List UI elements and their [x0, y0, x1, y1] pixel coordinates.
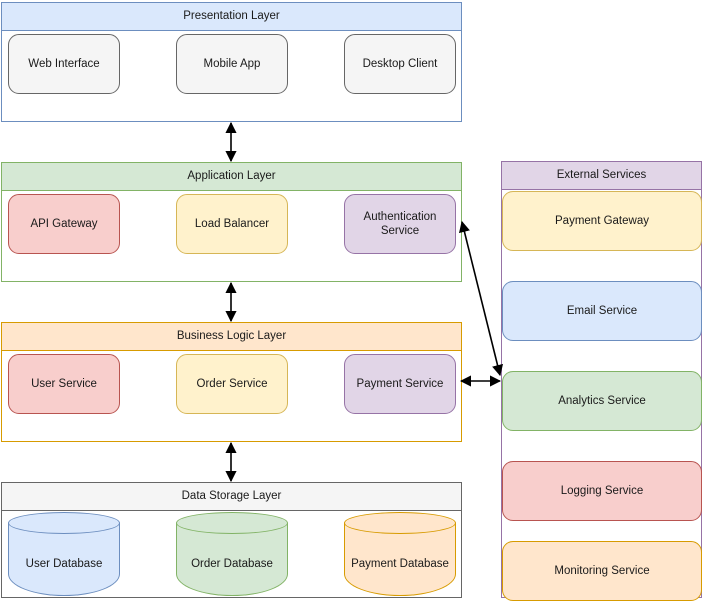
- node-user-service[interactable]: User Service: [8, 354, 120, 414]
- node-mobile-app-label: Mobile App: [203, 57, 261, 70]
- node-payment-database-label: Payment Database: [351, 558, 449, 570]
- node-desktop-client[interactable]: Desktop Client: [344, 34, 456, 94]
- layer-presentation-title: Presentation Layer: [2, 3, 461, 31]
- layer-application[interactable]: Application Layer API Gateway Load Balan…: [1, 162, 462, 282]
- node-load-balancer-label: Load Balancer: [194, 217, 270, 230]
- connector-auth-analytics: [458, 220, 504, 377]
- node-mobile-app[interactable]: Mobile App: [176, 34, 288, 94]
- node-desktop-client-label: Desktop Client: [362, 57, 438, 70]
- node-payment-gateway[interactable]: Payment Gateway: [502, 191, 702, 251]
- node-user-service-label: User Service: [31, 377, 97, 390]
- node-user-database[interactable]: User Database: [8, 512, 120, 596]
- node-order-service-label: Order Service: [196, 377, 268, 390]
- node-email-service[interactable]: Email Service: [502, 281, 702, 341]
- node-logging-service[interactable]: Logging Service: [502, 461, 702, 521]
- node-authentication-service[interactable]: Authentication Service: [344, 194, 456, 254]
- node-api-gateway[interactable]: API Gateway: [8, 194, 120, 254]
- node-web-interface-label: Web Interface: [28, 57, 100, 70]
- node-monitoring-service-label: Monitoring Service: [554, 564, 650, 577]
- payment-database-cylinder-body: [344, 523, 456, 596]
- node-payment-database[interactable]: Payment Database: [344, 512, 456, 596]
- node-analytics-service-label: Analytics Service: [558, 394, 646, 407]
- node-order-service[interactable]: Order Service: [176, 354, 288, 414]
- layer-application-title: Application Layer: [2, 163, 461, 191]
- layer-data-storage-title: Data Storage Layer: [2, 483, 461, 511]
- node-order-database-label: Order Database: [191, 558, 273, 570]
- layer-business-logic[interactable]: Business Logic Layer User Service Order …: [1, 322, 462, 442]
- node-payment-service[interactable]: Payment Service: [344, 354, 456, 414]
- node-analytics-service[interactable]: Analytics Service: [502, 371, 702, 431]
- node-user-database-label: User Database: [25, 558, 103, 570]
- layer-data-storage[interactable]: Data Storage Layer User Database Order D…: [1, 482, 462, 598]
- user-database-cylinder-top: [8, 512, 120, 534]
- node-load-balancer[interactable]: Load Balancer: [176, 194, 288, 254]
- node-payment-service-label: Payment Service: [356, 377, 444, 390]
- node-monitoring-service[interactable]: Monitoring Service: [502, 541, 702, 601]
- node-logging-service-label: Logging Service: [560, 484, 644, 497]
- layer-external-services[interactable]: External Services Payment Gateway Email …: [501, 161, 702, 601]
- layer-business-logic-title: Business Logic Layer: [2, 323, 461, 351]
- order-database-cylinder-top: [176, 512, 288, 534]
- layer-presentation[interactable]: Presentation Layer Web Interface Mobile …: [1, 2, 462, 122]
- node-api-gateway-label: API Gateway: [30, 217, 98, 230]
- node-email-service-label: Email Service: [566, 304, 638, 317]
- node-authentication-service-label: Authentication Service: [363, 210, 437, 237]
- node-order-database[interactable]: Order Database: [176, 512, 288, 596]
- payment-database-cylinder-top: [344, 512, 456, 534]
- order-database-cylinder-body: [176, 523, 288, 596]
- user-database-cylinder-body: [8, 523, 120, 596]
- node-payment-gateway-label: Payment Gateway: [555, 214, 649, 227]
- layer-external-services-title: External Services: [502, 162, 701, 190]
- node-web-interface[interactable]: Web Interface: [8, 34, 120, 94]
